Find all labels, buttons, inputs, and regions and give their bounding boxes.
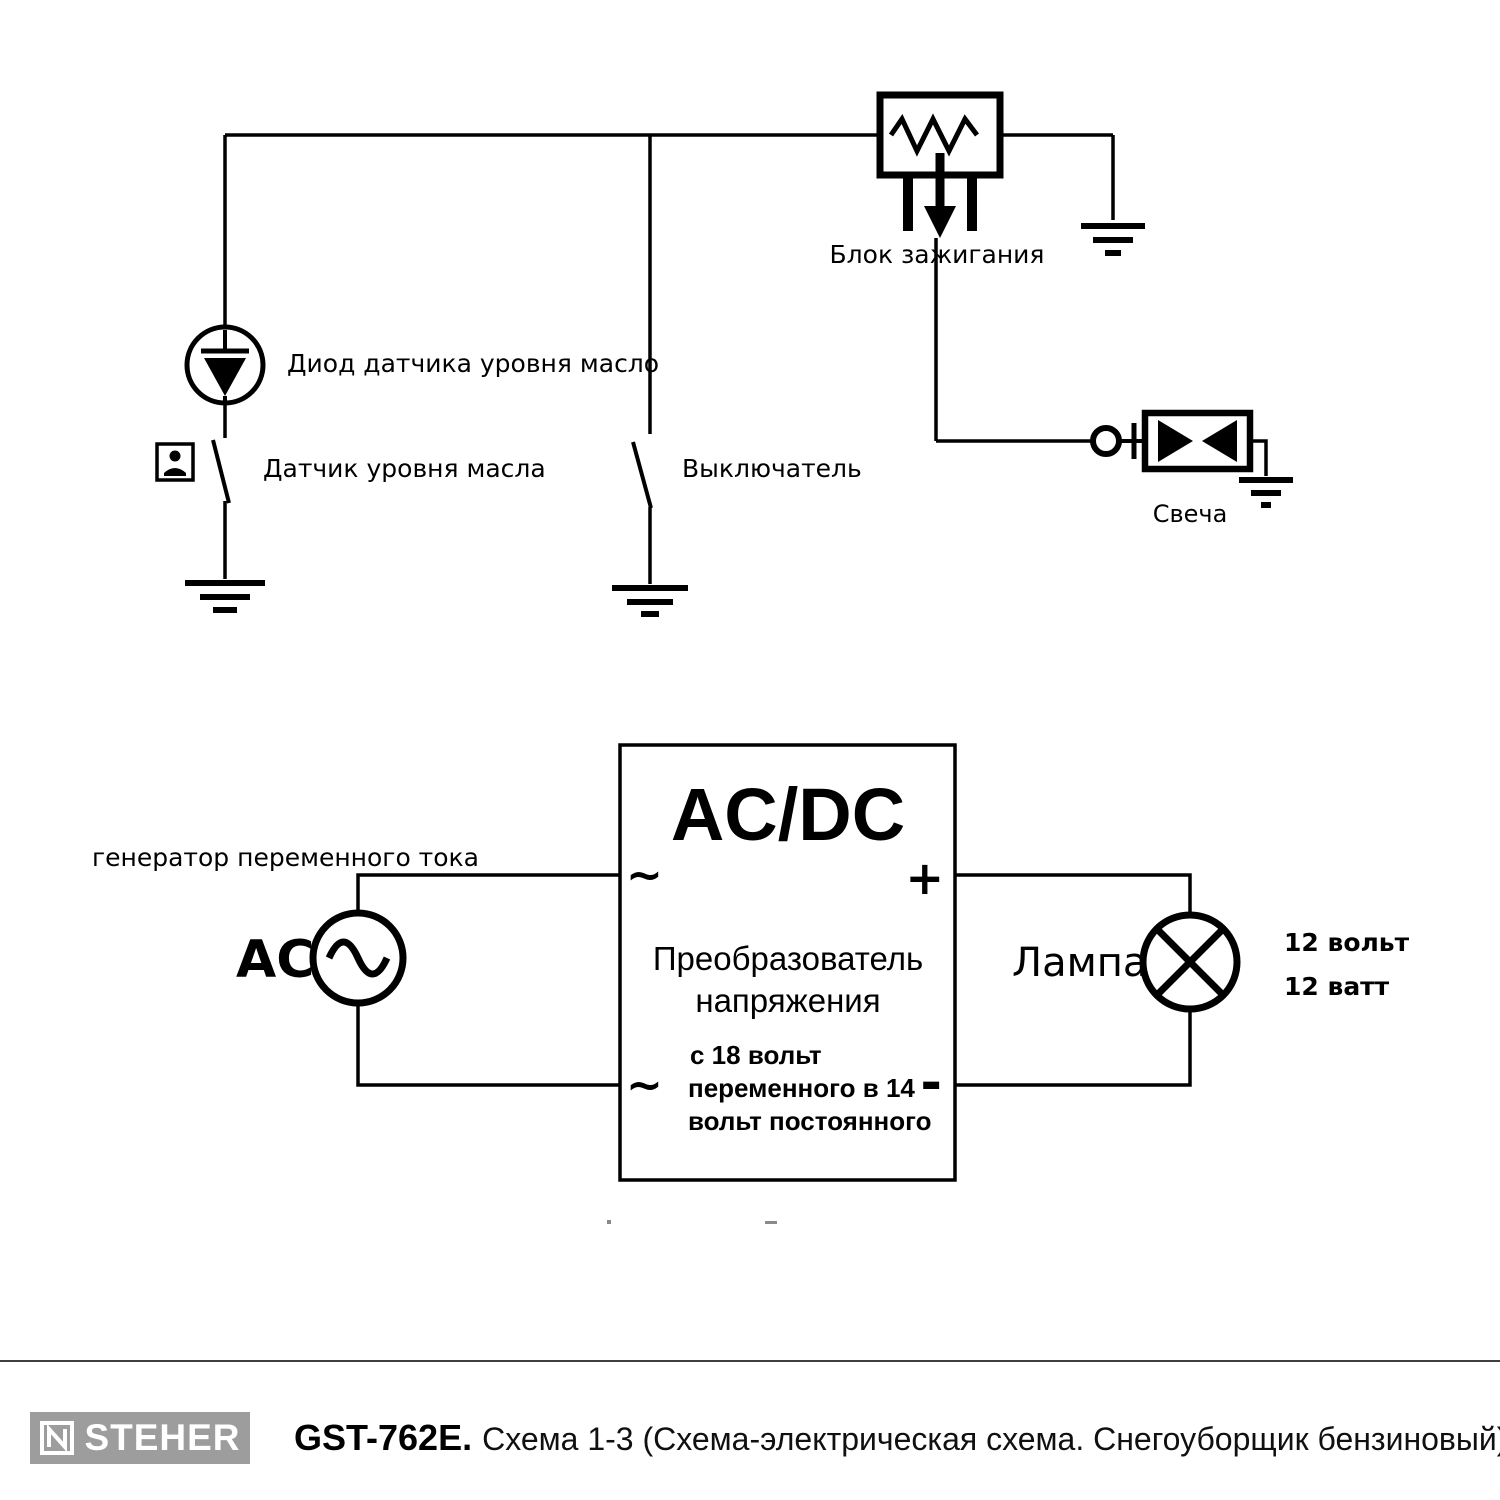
circuit-diagram: Диод датчика уровня масло Датчик уровня …	[92, 91, 1410, 1224]
ground-symbol-right	[1081, 223, 1145, 256]
diode-label: Диод датчика уровня масло	[287, 349, 659, 378]
steher-logo-icon	[40, 1421, 75, 1455]
caption-text: Схема 1-3 (Схема-электрическая схема. Сн…	[482, 1421, 1500, 1457]
ground-symbol-left	[185, 580, 265, 613]
switch-label: Выключатель	[682, 454, 862, 483]
switch-blade	[631, 441, 653, 509]
converter-name-line1: Преобразователь	[653, 940, 923, 977]
oil-diode-symbol	[184, 324, 266, 406]
logo-icon-n	[47, 1423, 68, 1453]
tilde-bottom: ~	[626, 1060, 663, 1111]
converter-spec-line3: вольт постоянного	[688, 1106, 932, 1136]
spark-plug-label: Свеча	[1153, 500, 1228, 528]
ac-circle	[309, 909, 407, 1007]
ac-generator-symbol	[309, 909, 407, 1007]
lamp-circle	[1139, 911, 1241, 1013]
ac-source-label: AC	[236, 930, 314, 990]
ac-sine-wave	[325, 938, 391, 978]
oil-sensor-switch-blade	[211, 439, 231, 504]
converter-name-line2: напряжения	[695, 982, 880, 1019]
model-number: GST-762E.	[294, 1417, 473, 1458]
spark-terminal-ring	[1090, 425, 1122, 457]
converter-spec-line1: с 18 вольт	[690, 1040, 822, 1070]
sensor-glyph	[169, 450, 181, 462]
footer-divider	[0, 1360, 1500, 1362]
lamp-power: 12 ватт	[1284, 972, 1390, 1001]
oil-sensor-label: Датчик уровня масла	[263, 454, 546, 483]
plus-terminal: +	[905, 851, 944, 905]
wire-segment	[356, 1003, 620, 1087]
wire-segment	[955, 873, 1192, 915]
generator-label: генератор переменного тока	[92, 843, 479, 872]
footer: STEHER GST-762E.Схема 1-3 (Схема-электри…	[30, 1410, 1500, 1466]
converter-box	[618, 743, 957, 1182]
wires-top-circuit	[223, 133, 1268, 584]
brand-name: STEHER	[84, 1417, 241, 1458]
converter-spec-line2: переменного в 14	[688, 1073, 915, 1103]
logo-icon-frame	[40, 1421, 75, 1455]
ground-symbol-middle	[612, 585, 688, 617]
ignition-arrow-head	[924, 206, 956, 238]
diode-triangle	[204, 358, 246, 396]
noise-artifact	[607, 1220, 611, 1224]
spark-gap-triangle	[1202, 420, 1237, 462]
wire-segment	[356, 873, 620, 913]
sensor-box	[155, 442, 195, 482]
wire-segment	[1250, 439, 1268, 476]
footer-caption: GST-762E.Схема 1-3 (Схема-электрическая …	[294, 1417, 1500, 1459]
lamp-voltage: 12 вольт	[1284, 928, 1410, 957]
noise-artifact	[765, 1221, 777, 1224]
tilde-top: ~	[626, 850, 663, 901]
lamp-cross	[1154, 926, 1226, 998]
diode-circle	[184, 324, 266, 406]
ignition-block-symbol	[876, 91, 1004, 238]
wire-segment	[955, 1009, 1192, 1087]
sensor-glyph	[164, 468, 186, 476]
ignition-block-label: Блок зажигания	[830, 240, 1045, 269]
ignition-resistor	[888, 113, 979, 157]
ground-symbol-spark	[1239, 477, 1293, 508]
spark-body	[1141, 409, 1254, 473]
oil-sensor-icon	[155, 442, 195, 482]
spark-plug-symbol	[1090, 409, 1254, 473]
steher-logo: STEHER	[30, 1412, 250, 1464]
minus-terminal: -	[920, 1053, 942, 1113]
converter-title: AC/DC	[671, 773, 905, 856]
lamp-label: Лампа	[1012, 940, 1147, 986]
lamp-symbol	[1139, 911, 1241, 1013]
spark-gap-triangle	[1158, 420, 1193, 462]
wires-bottom-circuit	[356, 873, 1192, 1087]
